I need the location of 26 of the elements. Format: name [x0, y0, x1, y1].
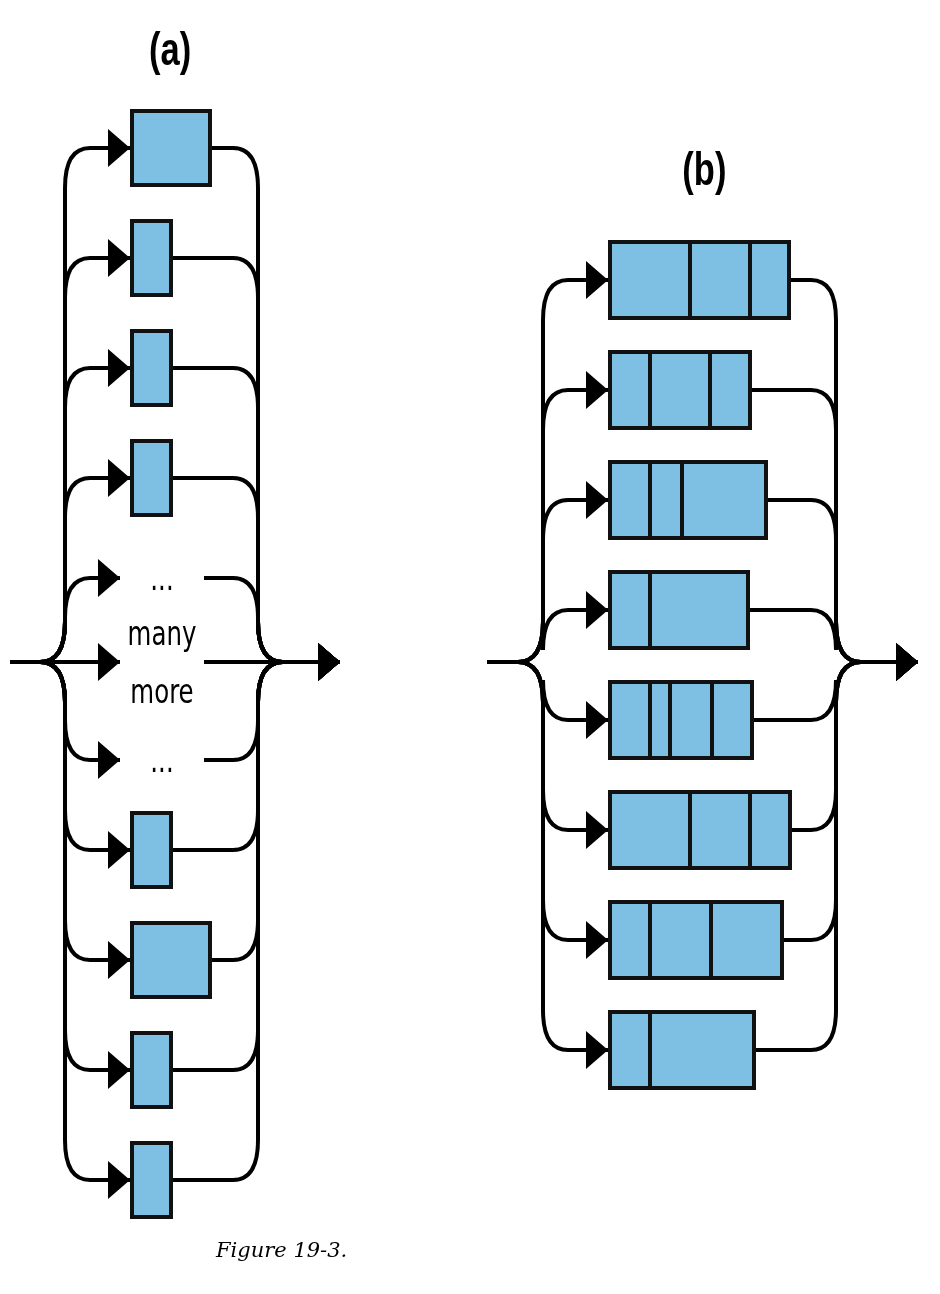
- task-box: [608, 460, 768, 540]
- task-box: [608, 240, 791, 320]
- task-box: [130, 811, 173, 889]
- node-text: ...: [128, 745, 196, 775]
- task-box: [608, 350, 752, 430]
- panel-label: (a): [149, 22, 192, 76]
- task-box: [608, 900, 784, 980]
- panel-label: (b): [682, 142, 727, 196]
- figure-caption: Figure 19-3.: [216, 1238, 348, 1262]
- arrow: [173, 643, 340, 1182]
- node-text: many more: [128, 610, 196, 714]
- arrow: [487, 660, 608, 1069]
- task-box: [130, 1031, 173, 1109]
- task-box: [130, 439, 173, 517]
- task-box: [130, 109, 212, 187]
- task-box: [608, 1010, 756, 1090]
- task-box: [608, 790, 792, 870]
- task-box: [130, 1141, 173, 1219]
- task-box: [130, 921, 212, 999]
- arrow: [10, 660, 130, 1199]
- task-box: [608, 570, 750, 650]
- node-text: ...: [128, 563, 196, 593]
- task-box: [130, 329, 173, 407]
- task-box: [608, 680, 754, 760]
- arrow: [756, 643, 918, 1052]
- task-box: [130, 219, 173, 297]
